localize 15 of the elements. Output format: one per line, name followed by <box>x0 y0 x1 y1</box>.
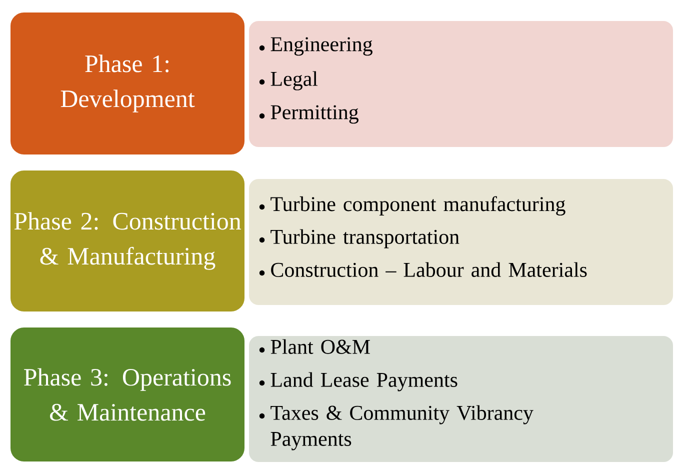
bullet-item: Engineering <box>259 37 372 56</box>
bullet-item: Turbine component manufacturing <box>259 196 566 216</box>
bullet-item: Construction – Labour and Materials <box>259 262 587 277</box>
phase-box: Phase 3: Operations & Maintenance <box>10 326 246 462</box>
bullet-item: Plant O&M <box>259 339 370 354</box>
bullet-item: Permitting <box>259 105 358 124</box>
phase-box: Phase 2: Construction & Manufacturing <box>10 170 246 312</box>
list-panel <box>248 20 674 148</box>
phase-box: Phase 1: Development <box>10 12 246 156</box>
list-panel <box>248 335 674 463</box>
list-panel <box>248 178 674 306</box>
bullet-item: Legal <box>259 71 318 90</box>
bullet-item: Taxes & Community Vibrancy Payments <box>259 405 534 450</box>
bullet-item: Turbine transportation <box>259 229 460 248</box>
bullet-item: Land Lease Payments <box>259 372 458 392</box>
